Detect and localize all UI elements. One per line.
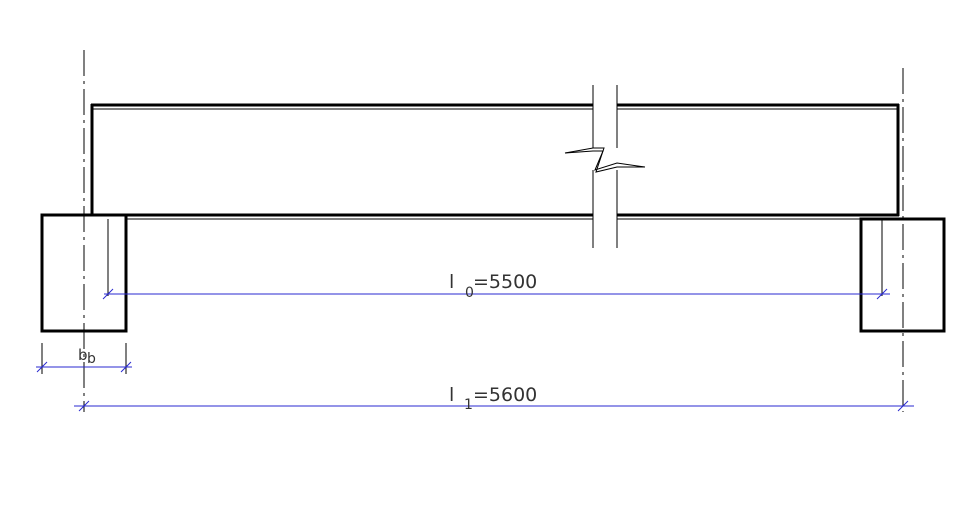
clear-span-symbol: l bbox=[449, 271, 454, 293]
design-span-label: l 1 =5600 bbox=[449, 384, 537, 413]
clear-span-subscript: 0 bbox=[465, 285, 474, 301]
support-width-label: b b bbox=[78, 346, 96, 367]
break-symbol bbox=[564, 85, 646, 248]
design-span-value: =5600 bbox=[473, 384, 537, 406]
support-width-subscript: b bbox=[87, 351, 96, 367]
clear-span-dimension bbox=[102, 288, 890, 300]
support-width-dimension bbox=[36, 343, 132, 374]
beam bbox=[90, 103, 900, 220]
design-span-dimension bbox=[74, 400, 914, 412]
support-width-symbol: b bbox=[78, 346, 88, 364]
design-span-subscript: 1 bbox=[464, 397, 473, 413]
centerlines bbox=[83, 50, 904, 412]
left-support bbox=[40, 213, 128, 333]
design-span-symbol: l bbox=[449, 384, 454, 406]
clear-span-label: l 0 =5500 bbox=[449, 271, 537, 301]
clear-span-value: =5500 bbox=[473, 271, 537, 293]
